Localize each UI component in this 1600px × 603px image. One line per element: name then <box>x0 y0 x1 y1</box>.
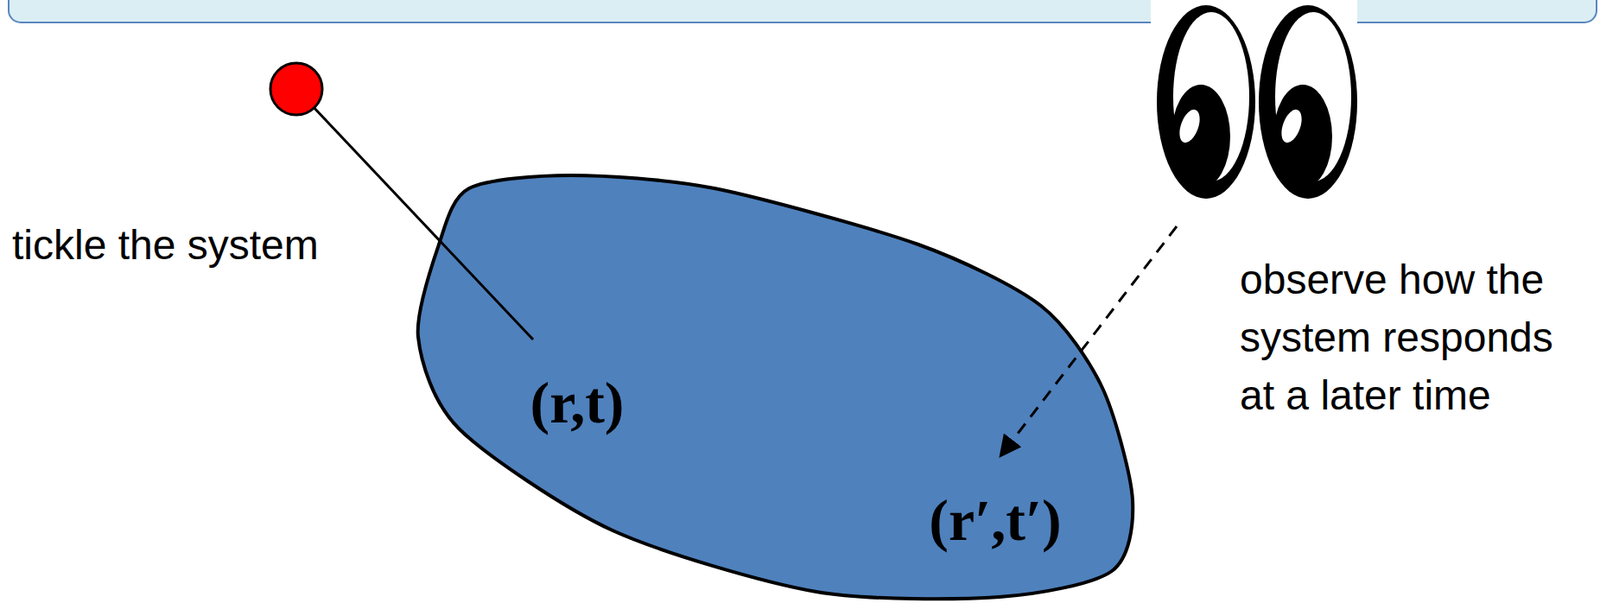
probe-line <box>296 88 534 340</box>
eye-pupil <box>1171 84 1231 189</box>
text-holder: (r′,t′) <box>928 490 1061 550</box>
annotation-text: observe how the system responds at a lat… <box>1239 250 1577 425</box>
region-blob: (r,t) (r′,t′) <box>414 171 1137 603</box>
label-holder: observe how the system responds at a lat… <box>1239 250 1577 425</box>
eye-outline <box>1156 5 1256 199</box>
annotation-text: tickle the system <box>12 215 319 274</box>
observation-arrow <box>1000 226 1177 457</box>
label-holder: tickle the system <box>12 215 319 274</box>
eye-outline <box>1258 5 1358 199</box>
coordinate-label: (r′,t′) <box>928 490 1061 550</box>
header-panel <box>8 0 1597 23</box>
probe-ball <box>270 63 323 115</box>
eye-highlight <box>1277 107 1306 146</box>
eye-highlight <box>1175 107 1204 146</box>
eyes-icon <box>1156 5 1358 199</box>
eye-pupil <box>1273 84 1333 189</box>
eyes-background <box>1150 0 1358 204</box>
blob-outline <box>418 175 1134 599</box>
text-holder: (r,t) <box>530 373 625 432</box>
coordinate-label: (r,t) <box>530 373 625 432</box>
